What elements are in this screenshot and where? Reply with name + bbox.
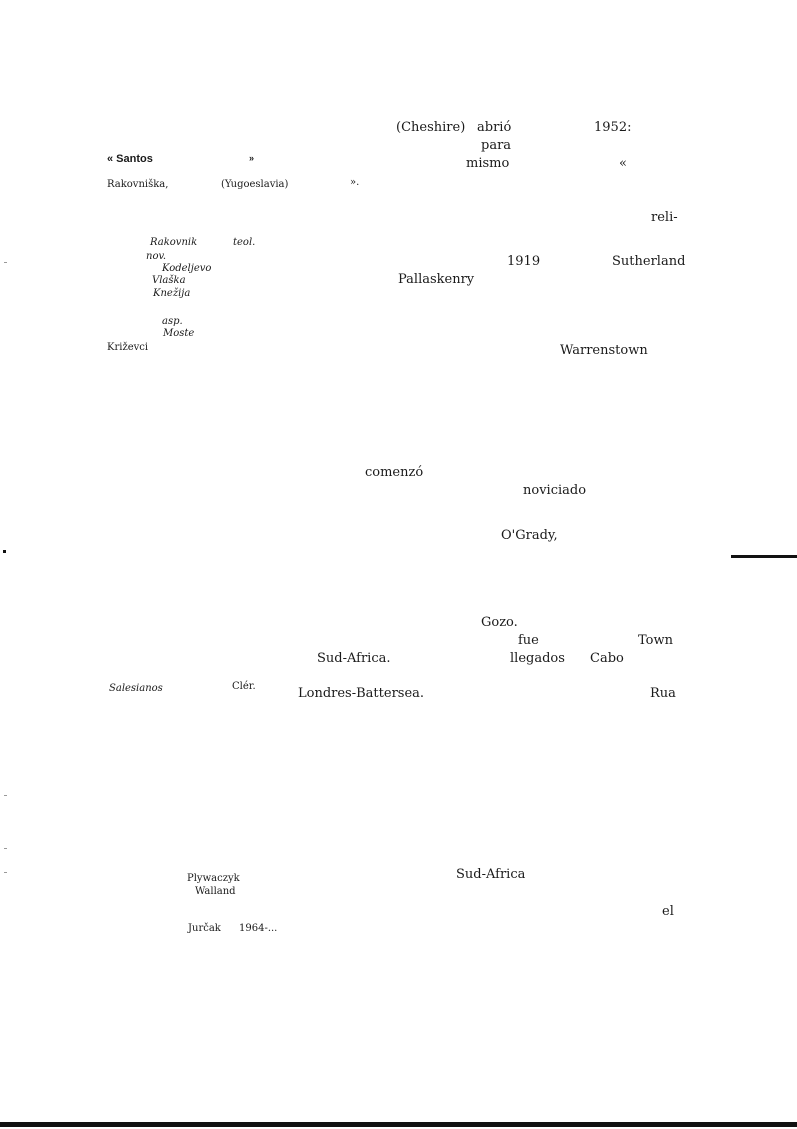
left-edge-tick xyxy=(4,262,7,263)
word-llegados: llegados xyxy=(510,651,565,666)
word-open-quote: « xyxy=(619,156,627,171)
section-title-close-quote: » xyxy=(249,153,255,163)
entry-rakovnik: Rakovnik xyxy=(150,237,198,248)
word-comenzo: comenzó xyxy=(365,465,424,480)
word-mismo: mismo xyxy=(466,156,510,171)
name-plywaczyk: Plywaczyk xyxy=(187,873,240,884)
text-cler: Clér. xyxy=(232,681,256,692)
word-1919: 1919 xyxy=(507,254,541,269)
entry-teol: teol. xyxy=(233,237,256,248)
word-londres-battersea: Londres-Battersea. xyxy=(298,686,425,701)
entry-knezija: Knežija xyxy=(153,288,191,299)
entry-vlaska: Vlaška xyxy=(152,275,186,286)
left-edge-tick xyxy=(4,872,7,873)
text-close-quote: ». xyxy=(350,177,360,188)
word-para: para xyxy=(481,138,512,153)
word-rua: Rua xyxy=(650,686,676,701)
entry-asp: asp. xyxy=(162,316,183,327)
word-sud-africa: Sud-Africa. xyxy=(317,651,391,666)
entry-nov: nov. xyxy=(146,251,167,262)
name-walland: Walland xyxy=(195,886,236,897)
left-edge-tick xyxy=(4,848,7,849)
word-noviciado: noviciado xyxy=(523,483,587,498)
word-cabo: Cabo xyxy=(590,651,624,666)
text-yugoeslavia: (Yugoeslavia) xyxy=(221,179,289,190)
text-years: 1964-... xyxy=(239,923,278,934)
word-town: Town xyxy=(638,633,673,648)
text-rakovniska: Rakovniška, xyxy=(107,179,169,190)
word-warrenstown: Warrenstown xyxy=(560,343,648,358)
word-reli: reli- xyxy=(651,210,678,225)
word-pallaskenry: Pallaskenry xyxy=(398,272,475,287)
left-edge-mark xyxy=(3,550,6,553)
bottom-rule xyxy=(0,1122,797,1127)
name-jurcak: Jurčak xyxy=(188,923,221,934)
word-abrio: abrió xyxy=(477,120,512,135)
entry-moste: Moste xyxy=(163,328,195,339)
word-1952: 1952: xyxy=(594,120,632,135)
left-edge-tick xyxy=(4,795,7,796)
word-fue: fue xyxy=(518,633,539,648)
word-sutherland: Sutherland xyxy=(612,254,686,269)
text-salesianos: Salesianos xyxy=(109,683,163,694)
word-el: el xyxy=(662,904,674,919)
right-edge-rule xyxy=(731,555,797,558)
section-title-santos: « Santos xyxy=(107,153,153,165)
word-ogrady: O'Grady, xyxy=(501,528,558,543)
entry-krizevci: Križevci xyxy=(107,342,149,353)
entry-kodeljevo: Kodeljevo xyxy=(162,263,212,274)
word-sud-africa-2: Sud-Africa xyxy=(456,867,526,882)
word-cheshire: (Cheshire) xyxy=(396,120,466,135)
word-gozo: Gozo. xyxy=(481,615,518,630)
